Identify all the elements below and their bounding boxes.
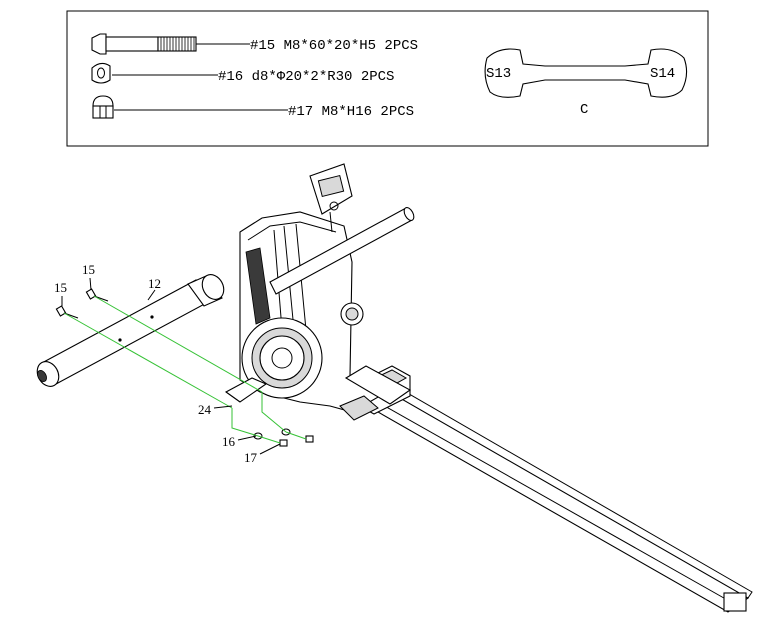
callout-24: 24: [198, 402, 212, 417]
cap-nut-icon: [92, 95, 288, 119]
callout-leaders: [61, 277, 281, 455]
assembly-guide-lines: [63, 295, 307, 444]
wrench-left-label: S13: [486, 66, 511, 82]
curved-washer-icon: [91, 62, 218, 84]
bolt-icon: [91, 33, 250, 55]
bolt-upper: [85, 288, 109, 302]
hardware-label-16: #16 d8*Φ20*2*R30 2PCS: [218, 69, 394, 85]
callout-15-upper: 15: [82, 262, 95, 277]
callout-15-lower: 15: [54, 280, 67, 295]
front-stabilizer: [36, 274, 225, 387]
rowing-machine: 15 15 12 24 16 17: [36, 163, 753, 613]
rail: [348, 375, 753, 613]
console: [309, 163, 353, 233]
hardware-label-17: #17 M8*H16 2PCS: [288, 104, 414, 120]
wrench-icon: [484, 48, 688, 98]
callout-17: 17: [244, 450, 258, 465]
wrench-name-label: C: [580, 102, 588, 118]
callout-16: 16: [222, 434, 236, 449]
wrench-right-label: S14: [650, 66, 675, 82]
foot-rest: [339, 365, 412, 421]
main-frame: [224, 211, 381, 413]
handlebar: [269, 206, 415, 295]
nut-17: [279, 435, 314, 447]
hardware-label-15: #15 M8*60*20*H5 2PCS: [250, 38, 418, 54]
callout-12: 12: [148, 276, 161, 291]
bolt-lower: [55, 305, 79, 319]
hardware-box: #15 M8*60*20*H5 2PCS #16 d8*Φ20*2*R30 2P…: [66, 10, 709, 147]
